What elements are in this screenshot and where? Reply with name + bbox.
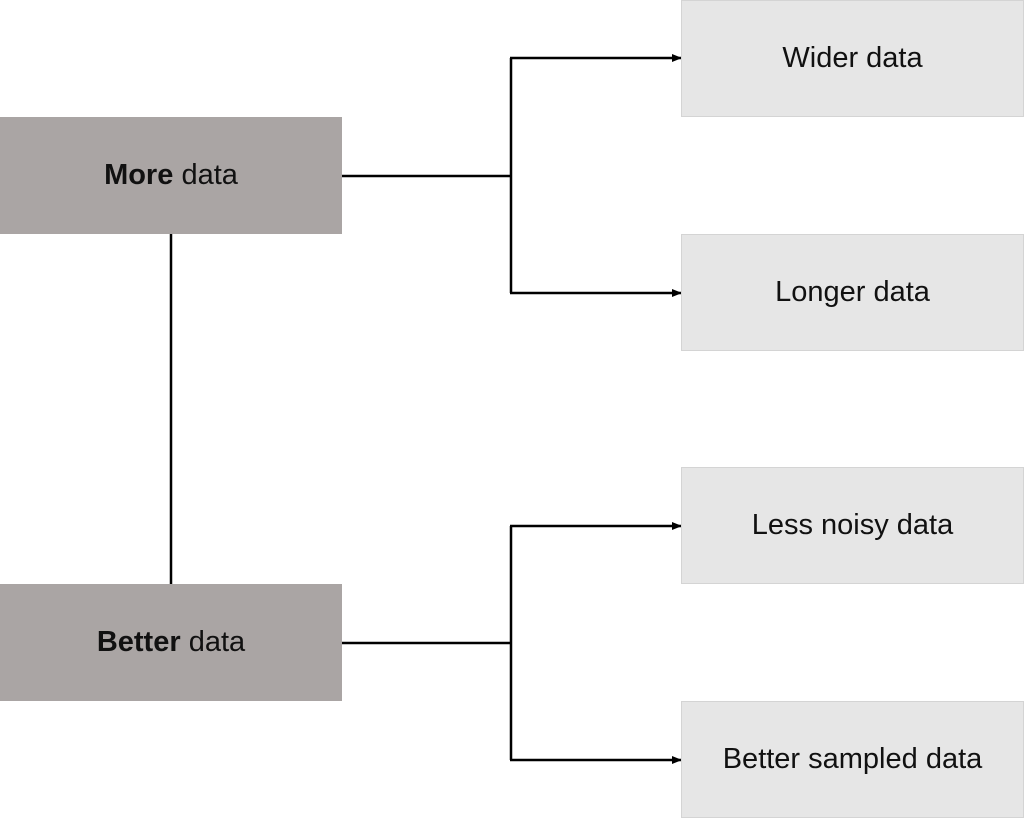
more-data-bold: More xyxy=(104,159,174,191)
wider-data-node: Wider data xyxy=(681,0,1024,117)
less-noisy-data-node: Less noisy data xyxy=(681,467,1024,584)
longer-data-node: Longer data xyxy=(681,234,1024,351)
more-data-rest: data xyxy=(181,159,238,191)
wider-data-label: Wider data xyxy=(782,42,923,74)
better-data-bold: Better xyxy=(96,626,181,658)
better-sampled-data-label: Better sampled data xyxy=(722,743,983,775)
less-noisy-data-label: Less noisy data xyxy=(751,509,954,541)
longer-data-label: Longer data xyxy=(775,276,930,308)
better-sampled-data-node: Better sampled data xyxy=(681,701,1024,818)
better-data-rest: data xyxy=(188,626,246,658)
